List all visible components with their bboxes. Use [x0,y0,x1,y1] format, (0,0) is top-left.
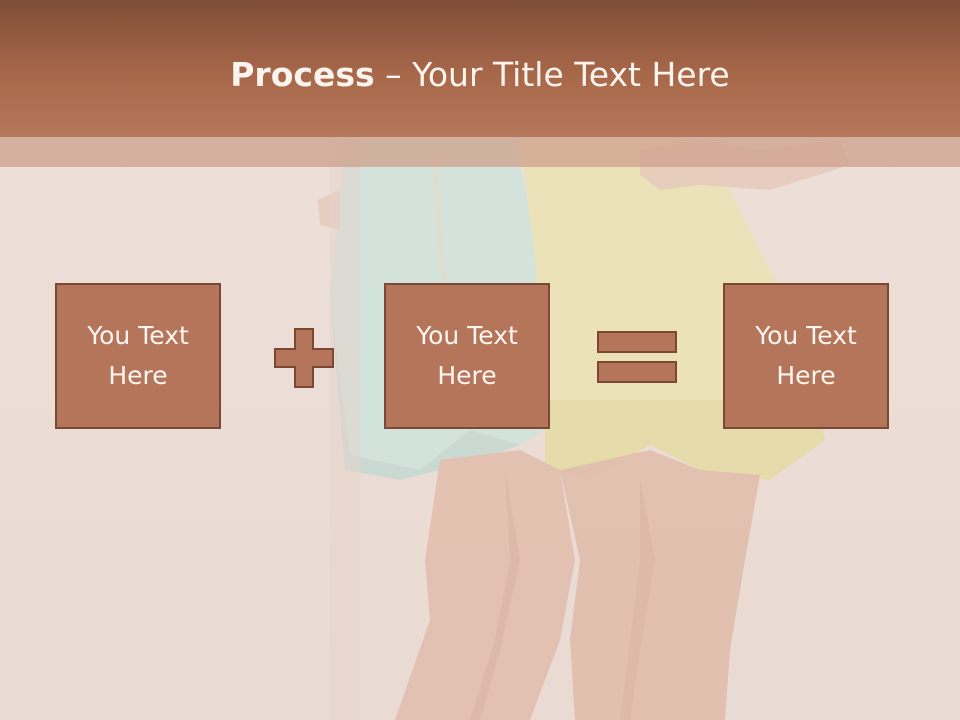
process-box-2[interactable]: You Text Here [384,283,550,429]
plus-icon [274,328,334,388]
title-bar [0,0,960,137]
slide-title: Process – Your Title Text Here [0,55,960,95]
equals-icon [597,331,677,383]
process-box-2-text: You Text Here [416,321,518,390]
title-rest: – Your Title Text Here [374,55,730,94]
title-bar-band [0,137,960,167]
process-box-3[interactable]: You Text Here [723,283,889,429]
process-box-1-text: You Text Here [87,321,189,390]
process-box-1[interactable]: You Text Here [55,283,221,429]
process-box-3-text: You Text Here [755,321,857,390]
title-bold: Process [230,55,375,94]
